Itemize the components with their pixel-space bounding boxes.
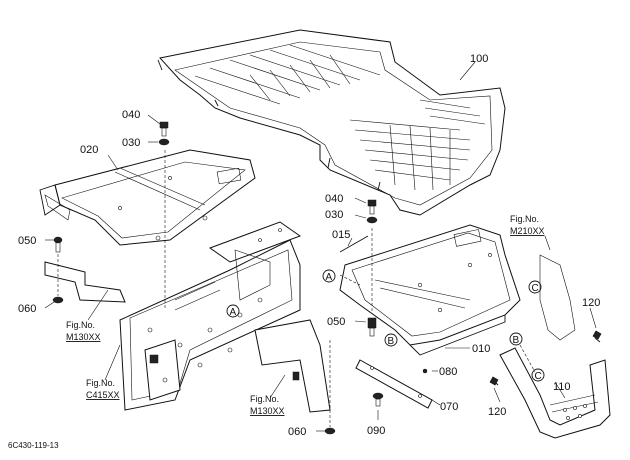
ref-c415: Fig.No. C415XX bbox=[86, 378, 120, 400]
part-number-020: 020 bbox=[80, 144, 98, 156]
callout-c-bottom: C bbox=[531, 368, 545, 382]
callout-b-left: B bbox=[384, 333, 398, 347]
svg-text:C: C bbox=[535, 371, 542, 382]
right-floor-plate-drawing bbox=[339, 224, 521, 356]
part-number-100: 100 bbox=[470, 53, 488, 65]
svg-text:B: B bbox=[513, 335, 520, 346]
part-number-120-right: 120 bbox=[582, 297, 600, 309]
part-number-050-left: 050 bbox=[18, 235, 36, 247]
part-number-070: 070 bbox=[440, 401, 458, 413]
leader-lines bbox=[44, 61, 597, 432]
callout-b-right: B bbox=[509, 332, 523, 346]
callout-a-left: A bbox=[226, 304, 240, 318]
svg-text:Fig.No.: Fig.No. bbox=[66, 320, 95, 330]
part-number-060-bottom: 060 bbox=[288, 426, 306, 438]
svg-text:M130XX: M130XX bbox=[250, 406, 285, 416]
fasteners-drawing bbox=[52, 121, 602, 435]
left-floor-plate-drawing bbox=[39, 149, 256, 246]
part-number-050-right: 050 bbox=[327, 316, 345, 328]
svg-text:C: C bbox=[532, 283, 539, 294]
support-bar-drawing bbox=[355, 359, 433, 409]
svg-text:A: A bbox=[326, 272, 333, 283]
part-number-120-bottom: 120 bbox=[488, 406, 506, 418]
part-number-015: 015 bbox=[332, 229, 350, 241]
part-number-110: 110 bbox=[553, 381, 571, 393]
part-number-030-right: 030 bbox=[325, 209, 343, 221]
svg-text:Fig.No.: Fig.No. bbox=[510, 214, 539, 224]
part-number-010: 010 bbox=[472, 343, 490, 355]
svg-text:A: A bbox=[230, 307, 237, 318]
ref-m130-top: Fig.No. M130XX bbox=[66, 320, 101, 342]
part-number-090: 090 bbox=[367, 425, 385, 437]
callout-c-top: C bbox=[528, 280, 542, 294]
part-number-040-left: 040 bbox=[122, 109, 140, 121]
ref-m210: Fig.No. M210XX bbox=[510, 214, 545, 236]
svg-text:C415XX: C415XX bbox=[86, 390, 120, 400]
ref-m130-bottom: Fig.No. M130XX bbox=[250, 394, 285, 416]
left-bracket-drawing bbox=[44, 261, 126, 303]
svg-text:Fig.No.: Fig.No. bbox=[86, 378, 115, 388]
part-number-080: 080 bbox=[439, 366, 457, 378]
part-number-030-left: 030 bbox=[122, 137, 140, 149]
floor-mat-drawing bbox=[157, 29, 506, 216]
svg-text:M210XX: M210XX bbox=[510, 226, 545, 236]
svg-text:Fig.No.: Fig.No. bbox=[250, 394, 279, 404]
figure-code: 6C430-119-13 bbox=[8, 441, 59, 450]
svg-text:B: B bbox=[388, 336, 395, 347]
callout-a-right: A bbox=[322, 269, 336, 283]
part-number-060-left: 060 bbox=[18, 303, 36, 315]
part-number-040-right: 040 bbox=[325, 193, 343, 205]
svg-text:M130XX: M130XX bbox=[66, 332, 101, 342]
frame-assembly-drawing bbox=[119, 221, 331, 413]
